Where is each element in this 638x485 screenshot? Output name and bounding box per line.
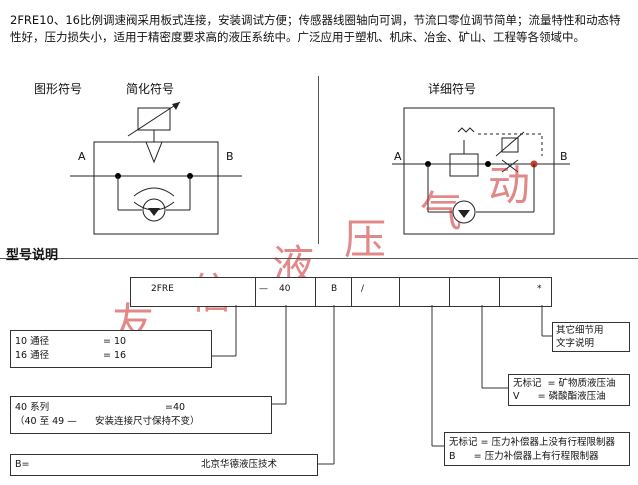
code-cell-series-prefix: 2FRE (151, 284, 174, 294)
graphic-symbol-label: 图形符号 (34, 82, 83, 96)
code-cell-slash: / (361, 284, 365, 294)
other-line2: 文字说明 (556, 338, 595, 349)
code-divider (399, 278, 400, 306)
b-label: B= (15, 459, 30, 470)
code-cell-b: B (331, 284, 338, 294)
watermark-char-6: 动 (488, 161, 531, 210)
bore-10-label: 10 通径 (15, 336, 50, 347)
code-divider (499, 278, 500, 306)
other-details-callout: 其它细节用 文字说明 (552, 322, 630, 352)
code-divider (351, 278, 352, 306)
other-line1: 其它细节用 (556, 325, 604, 336)
port-b-label-left: B (226, 150, 234, 163)
compensator-callout: 无标记 = 压力补偿器上没有行程限制器 B = 压力补偿器上有行程限制器 (444, 432, 630, 466)
intro-paragraph: 2FRE10、16比例调速阀采用板式连接，安装调试方便；传感器线圈轴向可调，节流… (10, 13, 621, 44)
symbol-divider (318, 76, 319, 244)
detailed-symbol-diagram (392, 107, 570, 235)
watermark-char-5: 气 (420, 187, 463, 236)
model-code-bar: 2FRE — 40 B / * (130, 277, 552, 307)
bore-16-value: = 16 (103, 350, 127, 361)
b-text: 北京华德液压技术 (201, 459, 278, 470)
simplified-symbol-diagram (70, 101, 242, 235)
section-title: 型号说明 (6, 248, 59, 263)
code-cell-40: 40 (279, 284, 291, 294)
watermark-char-4: 压 (344, 215, 387, 264)
port-a-label-left: A (78, 150, 86, 163)
fluid-mineral: 无标记 = 矿物质液压油 (513, 378, 616, 389)
series-label: 40 系列 (15, 402, 50, 413)
bore-callout: 10 通径 = 10 16 通径 = 16 (10, 330, 212, 368)
port-a-label-right: A (394, 150, 402, 163)
code-divider (255, 278, 256, 306)
comp-no-stroke-limiter: 无标记 = 压力补偿器上没有行程限制器 (449, 437, 615, 448)
series-note: 安装连接尺寸保持不变） (95, 416, 200, 427)
b-callout: B= 北京华德液压技术 (10, 454, 318, 476)
series-callout: 40 系列 =40 （40 至 49 — 安装连接尺寸保持不变） (10, 396, 272, 434)
bore-16-label: 16 通径 (15, 350, 50, 361)
port-b-label-right: B (560, 150, 568, 163)
fluid-callout: 无标记 = 矿物质液压油 V = 磷酸酯液压油 (508, 374, 630, 406)
code-divider (315, 278, 316, 306)
code-cell-dash: — (259, 284, 268, 294)
code-divider (449, 278, 450, 306)
detailed-symbol-label: 详细符号 (428, 82, 477, 96)
fluid-phosphate: V = 磷酸酯液压油 (513, 391, 606, 402)
code-cell-star: * (537, 284, 542, 294)
section-rule (0, 258, 638, 259)
series-range: （40 至 49 — (15, 416, 77, 427)
comp-stroke-limiter: B = 压力补偿器上有行程限制器 (449, 451, 599, 462)
simplified-symbol-label: 简化符号 (126, 82, 175, 96)
bore-10-value: = 10 (103, 336, 127, 347)
series-value: =40 (165, 402, 186, 413)
